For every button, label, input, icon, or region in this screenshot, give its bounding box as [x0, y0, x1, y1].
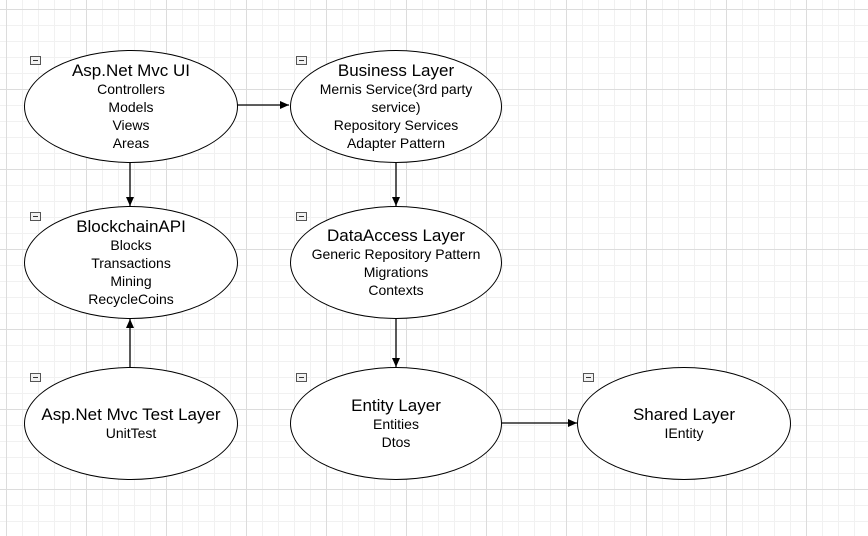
node-item: Controllers	[97, 81, 165, 97]
node-title: Shared Layer	[632, 405, 736, 424]
collapse-toggle-icon[interactable]	[296, 373, 307, 382]
node-items: Blocks Transactions Mining RecycleCoins	[88, 236, 174, 308]
collapse-toggle-icon[interactable]	[296, 212, 307, 221]
node-item: Dtos	[381, 434, 411, 450]
node-item: Mining	[110, 273, 152, 289]
node-shared-layer[interactable]: Shared Layer IEntity	[577, 367, 791, 480]
node-aspnet-mvc-test-layer[interactable]: Asp.Net Mvc Test Layer UnitTest	[24, 367, 238, 480]
node-title: Entity Layer	[351, 396, 441, 415]
node-item: Migrations	[363, 264, 429, 280]
node-items: Controllers Models Views Areas	[97, 80, 165, 152]
node-items: IEntity	[665, 424, 704, 442]
node-item: Adapter Pattern	[346, 135, 446, 151]
node-item: Repository Services	[333, 117, 459, 133]
node-items: UnitTest	[106, 424, 157, 442]
node-title: Business Layer	[337, 61, 455, 80]
node-item: Transactions	[91, 255, 171, 271]
collapse-toggle-icon[interactable]	[30, 373, 41, 382]
node-item: Mernis Service(3rd party	[319, 81, 473, 97]
node-title: BlockchainAPI	[76, 217, 186, 236]
node-blockchain-api[interactable]: BlockchainAPI Blocks Transactions Mining…	[24, 206, 238, 319]
node-items: Entities Dtos	[373, 415, 419, 451]
node-item: Contexts	[368, 282, 424, 298]
collapse-toggle-icon[interactable]	[30, 212, 41, 221]
node-item: Areas	[112, 135, 150, 151]
node-item: Blocks	[110, 237, 152, 253]
node-items: Generic Repository Pattern Migrations Co…	[312, 245, 481, 299]
node-aspnet-mvc-ui[interactable]: Asp.Net Mvc UI Controllers Models Views …	[24, 50, 238, 163]
node-items: Mernis Service(3rd party service) Reposi…	[320, 80, 473, 152]
node-entity-layer[interactable]: Entity Layer Entities Dtos	[290, 367, 502, 480]
node-item: Entities	[373, 416, 419, 432]
collapse-toggle-icon[interactable]	[296, 56, 307, 65]
node-item: UnitTest	[105, 425, 157, 441]
node-item: IEntity	[664, 425, 704, 441]
node-item: Views	[112, 117, 150, 133]
node-business-layer[interactable]: Business Layer Mernis Service(3rd party …	[290, 50, 502, 163]
collapse-toggle-icon[interactable]	[30, 56, 41, 65]
node-item: Models	[108, 99, 154, 115]
node-item: service)	[371, 99, 421, 115]
node-title: DataAccess Layer	[327, 226, 465, 245]
node-item: Generic Repository Pattern	[311, 246, 481, 262]
collapse-toggle-icon[interactable]	[583, 373, 594, 382]
node-title: Asp.Net Mvc UI	[71, 61, 191, 80]
node-title: Asp.Net Mvc Test Layer	[41, 405, 221, 424]
node-dataaccess-layer[interactable]: DataAccess Layer Generic Repository Patt…	[290, 206, 502, 319]
node-item: RecycleCoins	[88, 291, 174, 307]
